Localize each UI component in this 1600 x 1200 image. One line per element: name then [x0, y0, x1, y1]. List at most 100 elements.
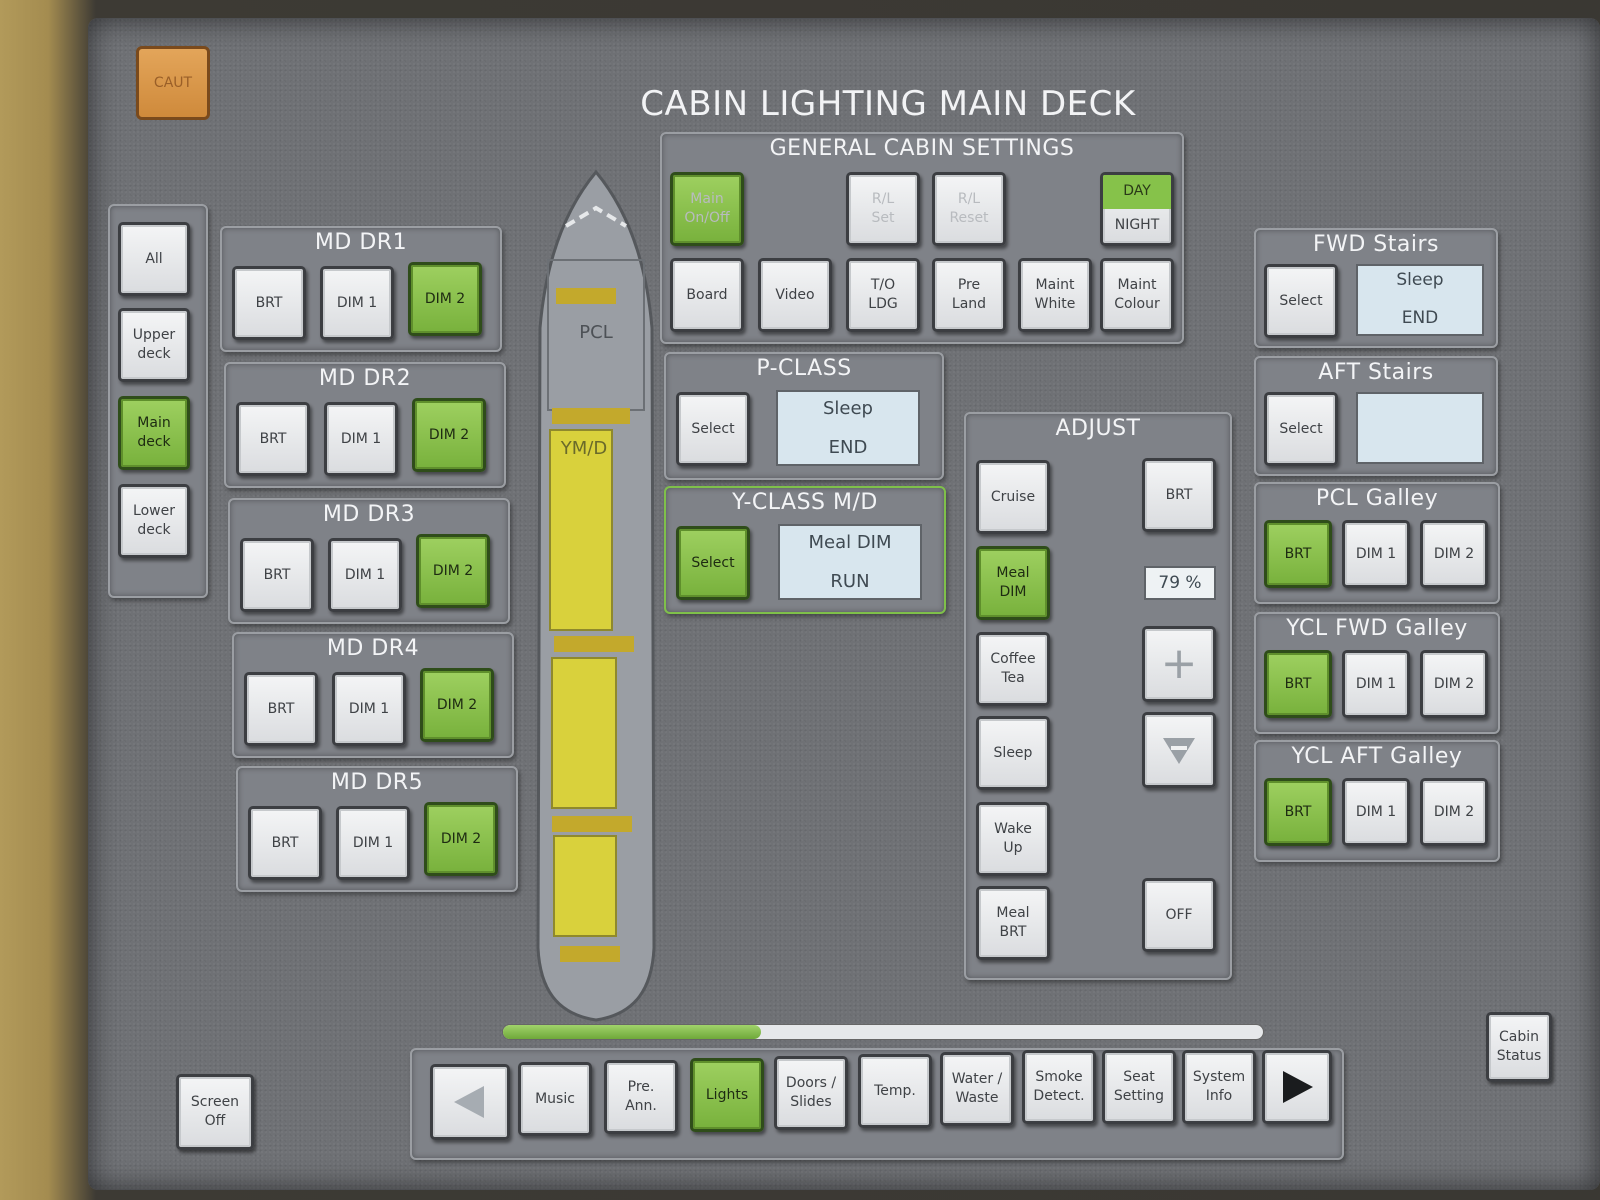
dr2-dim2-button[interactable]: DIM 2 — [412, 398, 486, 472]
galley-title: YCL FWD Galley — [1286, 616, 1468, 641]
pcl-zone-label: PCL — [579, 322, 612, 343]
day-night-toggle[interactable]: DAY NIGHT — [1100, 172, 1174, 246]
deck-all-button[interactable]: All — [118, 222, 190, 296]
nav-seat-setting-button[interactable]: Seat Setting — [1102, 1050, 1176, 1124]
rl-set-button[interactable]: R/L Set — [846, 172, 920, 246]
y-class-select-button[interactable]: Select — [676, 526, 750, 600]
dr5-brt-button[interactable]: BRT — [248, 806, 322, 880]
nav-doors-slides-button[interactable]: Doors / Slides — [774, 1056, 848, 1130]
ycl-fwd-galley-brt-button[interactable]: BRT — [1264, 650, 1332, 718]
dr1-dim1-button[interactable]: DIM 1 — [320, 266, 394, 340]
nav-lights-button[interactable]: Lights — [690, 1058, 764, 1132]
dr5-dim1-button[interactable]: DIM 1 — [336, 806, 410, 880]
general-cabin-settings-panel: GENERAL CABIN SETTINGS Main On/Off R/L S… — [660, 132, 1184, 344]
nav-pre-ann-button[interactable]: Pre. Ann. — [604, 1060, 678, 1134]
adjust-panel: ADJUST Cruise Meal DIM Coffee Tea Sleep … — [964, 412, 1232, 980]
aft-stairs-panel: AFT Stairs Select — [1254, 356, 1498, 476]
maint-white-button[interactable]: Maint White — [1018, 258, 1092, 332]
adjust-title: ADJUST — [1055, 416, 1141, 441]
board-button[interactable]: Board — [670, 258, 744, 332]
door-title: MD DR3 — [322, 502, 416, 527]
scene-meal-dim-button[interactable]: Meal DIM — [976, 546, 1050, 620]
nav-prev-button[interactable] — [430, 1064, 510, 1140]
door-panel-md-dr5: MD DR5 BRT DIM 1 DIM 2 — [236, 766, 518, 892]
dr2-brt-button[interactable]: BRT — [236, 402, 310, 476]
maint-colour-button[interactable]: Maint Colour — [1100, 258, 1174, 332]
nav-temp-button[interactable]: Temp. — [858, 1054, 932, 1128]
ym-zone-label: YM/D — [560, 438, 607, 459]
nav-smoke-detect-button[interactable]: Smoke Detect. — [1022, 1050, 1096, 1124]
door-title: MD DR4 — [326, 636, 420, 661]
scene-sleep-button[interactable]: Sleep — [976, 716, 1050, 790]
pcl-galley-dim2-button[interactable]: DIM 2 — [1420, 520, 1488, 588]
screen-off-button[interactable]: Screen Off — [176, 1074, 254, 1150]
nav-music-button[interactable]: Music — [518, 1062, 592, 1136]
nav-next-button[interactable] — [1262, 1050, 1332, 1124]
arrow-right-icon — [1283, 1071, 1313, 1103]
ycl-fwd-galley-dim2-button[interactable]: DIM 2 — [1420, 650, 1488, 718]
bottom-nav-bar: Music Pre. Ann. Lights Doors / Slides Te… — [410, 1048, 1344, 1160]
brightness-increase-button[interactable]: + — [1142, 626, 1216, 702]
ycl-aft-galley-dim2-button[interactable]: DIM 2 — [1420, 778, 1488, 846]
ycl-aft-galley-brt-button[interactable]: BRT — [1264, 778, 1332, 846]
adjust-brt-button[interactable]: BRT — [1142, 458, 1216, 532]
pcl-galley-panel: PCL Galley BRT DIM 1 DIM 2 — [1254, 482, 1500, 604]
scene-meal-brt-button[interactable]: Meal BRT — [976, 886, 1050, 960]
dr1-dim2-button[interactable]: DIM 2 — [408, 262, 482, 336]
ycl-aft-galley-dim1-button[interactable]: DIM 1 — [1342, 778, 1410, 846]
dr2-dim1-button[interactable]: DIM 1 — [324, 402, 398, 476]
ycl-fwd-galley-panel: YCL FWD Galley BRT DIM 1 DIM 2 — [1254, 612, 1500, 734]
p-class-title: P-CLASS — [756, 356, 852, 381]
dr3-dim1-button[interactable]: DIM 1 — [328, 538, 402, 612]
fwd-stairs-status-state: END — [1401, 308, 1439, 328]
dr4-dim1-button[interactable]: DIM 1 — [332, 672, 406, 746]
fwd-stairs-title: FWD Stairs — [1312, 232, 1440, 257]
deck-upper-button[interactable]: Upper deck — [118, 308, 190, 382]
deck-lower-button[interactable]: Lower deck — [118, 484, 190, 558]
scene-coffee-tea-button[interactable]: Coffee Tea — [976, 632, 1050, 706]
y-class-panel: Y-CLASS M/D Select Meal DIM RUN — [664, 486, 946, 614]
ym-zone-fwd[interactable] — [549, 429, 613, 631]
cabin-status-button[interactable]: Cabin Status — [1486, 1012, 1552, 1082]
ym-zone-mid[interactable] — [551, 657, 617, 809]
page-scroll-indicator[interactable] — [502, 1024, 1264, 1040]
deck-selector: All Upper deck Main deck Lower deck — [108, 204, 208, 598]
ycl-fwd-galley-dim1-button[interactable]: DIM 1 — [1342, 650, 1410, 718]
galley-title: PCL Galley — [1315, 486, 1439, 511]
nav-water-waste-button[interactable]: Water / Waste — [940, 1052, 1014, 1126]
ym-zone-aft[interactable] — [553, 835, 617, 937]
door-title: MD DR2 — [318, 366, 412, 391]
dr3-dim2-button[interactable]: DIM 2 — [416, 534, 490, 608]
dr1-brt-button[interactable]: BRT — [232, 266, 306, 340]
deck-main-button[interactable]: Main deck — [118, 396, 190, 470]
rl-reset-button[interactable]: R/L Reset — [932, 172, 1006, 246]
aft-stairs-status-display — [1356, 392, 1484, 464]
fwd-stairs-status-display: Sleep END — [1356, 264, 1484, 336]
brightness-decrease-button[interactable]: − — [1142, 712, 1216, 788]
p-class-status-display: Sleep END — [776, 390, 920, 466]
fwd-stairs-select-button[interactable]: Select — [1264, 264, 1338, 338]
dr4-brt-button[interactable]: BRT — [244, 672, 318, 746]
pre-land-button[interactable]: Pre Land — [932, 258, 1006, 332]
scene-wake-up-button[interactable]: Wake Up — [976, 802, 1050, 876]
main-on-off-button[interactable]: Main On/Off — [670, 172, 744, 246]
adjust-off-button[interactable]: OFF — [1142, 878, 1216, 952]
to-ldg-button[interactable]: T/O LDG — [846, 258, 920, 332]
p-class-panel: P-CLASS Select Sleep END — [664, 352, 944, 480]
nav-system-info-button[interactable]: System Info — [1182, 1050, 1256, 1124]
dr3-brt-button[interactable]: BRT — [240, 538, 314, 612]
pcl-galley-dim1-button[interactable]: DIM 1 — [1342, 520, 1410, 588]
page-scroll-indicator-fill — [503, 1025, 762, 1039]
video-button[interactable]: Video — [758, 258, 832, 332]
aft-stairs-select-button[interactable]: Select — [1264, 392, 1338, 466]
pcl-galley-brt-button[interactable]: BRT — [1264, 520, 1332, 588]
scene-cruise-button[interactable]: Cruise — [976, 460, 1050, 534]
caution-button[interactable]: CAUT — [136, 46, 210, 120]
y-class-title: Y-CLASS M/D — [732, 490, 878, 515]
dr5-dim2-button[interactable]: DIM 2 — [424, 802, 498, 876]
p-class-select-button[interactable]: Select — [676, 392, 750, 466]
door-panel-md-dr3: MD DR3 BRT DIM 1 DIM 2 — [228, 498, 510, 624]
door-panel-md-dr2: MD DR2 BRT DIM 1 DIM 2 — [224, 362, 506, 488]
dr4-dim2-button[interactable]: DIM 2 — [420, 668, 494, 742]
arrow-left-icon — [454, 1086, 484, 1118]
